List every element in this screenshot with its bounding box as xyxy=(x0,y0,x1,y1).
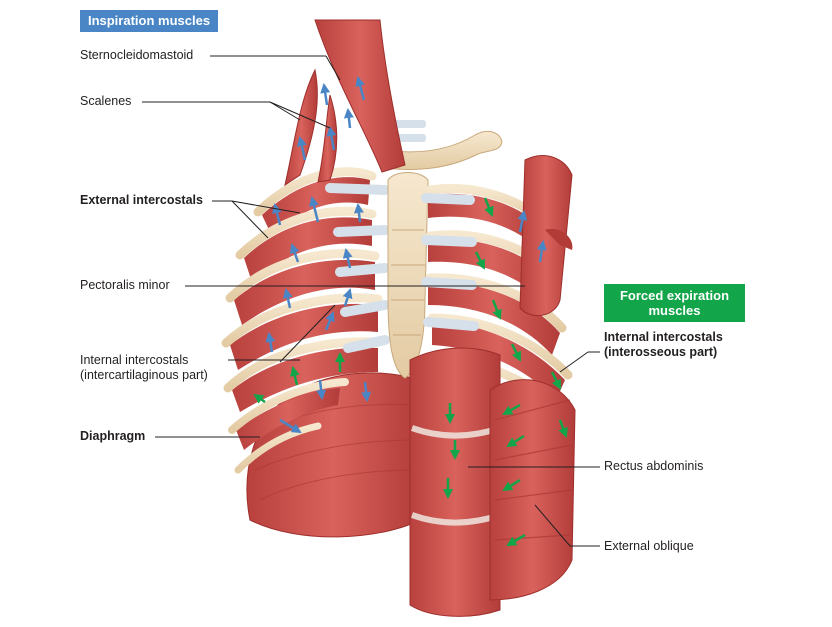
forced-expiration-badge-line2: muscles xyxy=(648,303,701,318)
left-ribcage xyxy=(221,167,390,474)
label-scalenes: Scalenes xyxy=(80,94,132,108)
label-external-oblique: External oblique xyxy=(604,539,694,553)
label-internal-intercostals-interosseous: Internal intercostals (interosseous part… xyxy=(604,330,723,360)
pectoralis-minor-muscle xyxy=(519,155,573,316)
sternum xyxy=(387,172,429,379)
leader-lines xyxy=(142,55,600,547)
label-pectoralis-minor: Pectoralis minor xyxy=(80,278,170,292)
label-internal-intercostals-interosseous-line2: (interosseous part) xyxy=(604,345,718,359)
label-internal-intercostals-intercartilaginous-line1: Internal intercostals xyxy=(80,353,189,367)
forced-expiration-badge: Forced expiration muscles xyxy=(604,284,745,322)
forced-expiration-badge-line1: Forced expiration xyxy=(619,288,730,303)
sternocleidomastoid-muscle xyxy=(314,19,406,173)
clavicle xyxy=(384,131,503,170)
rectus-abdominis-muscle xyxy=(409,347,501,617)
scalenes-muscle xyxy=(284,68,318,187)
label-internal-intercostals-intercartilaginous: Internal intercostals (intercartilaginou… xyxy=(80,353,208,383)
label-internal-intercostals-interosseous-line1: Internal intercostals xyxy=(604,330,723,344)
inspiration-arrows xyxy=(265,76,547,434)
label-internal-intercostals-intercartilaginous-line2: (intercartilaginous part) xyxy=(80,368,208,382)
external-oblique-muscle xyxy=(489,379,576,601)
inspiration-badge: Inspiration muscles xyxy=(80,10,218,32)
label-external-intercostals: External intercostals xyxy=(80,193,203,207)
label-sternocleidomastoid: Sternocleidomastoid xyxy=(80,48,194,62)
label-rectus-abdominis: Rectus abdominis xyxy=(604,459,704,473)
label-diaphragm: Diaphragm xyxy=(80,429,146,443)
expiration-arrows xyxy=(253,197,568,547)
